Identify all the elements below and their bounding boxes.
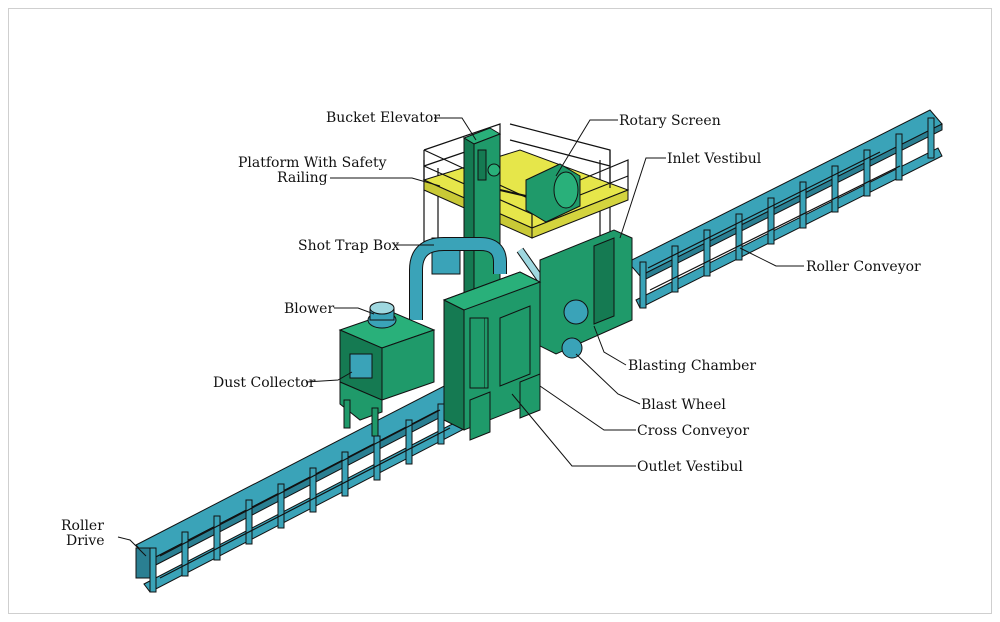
blower — [367, 301, 397, 329]
label-outlet-vestibul: Outlet Vestibul — [637, 459, 743, 475]
rotary-screen — [499, 163, 581, 223]
machine-cabinet — [442, 271, 542, 441]
dust-collector — [338, 311, 436, 437]
roller-conveyor-right — [627, 109, 943, 309]
blast-wheel — [561, 337, 583, 359]
label-platform-line1: Platform With Safety — [238, 155, 387, 171]
label-blasting-chamber: Blasting Chamber — [628, 358, 756, 374]
label-shot-trap-box: Shot Trap Box — [298, 238, 400, 254]
label-inlet-vestibul: Inlet Vestibul — [667, 151, 762, 167]
label-platform-line2: Railing — [277, 170, 328, 186]
label-blower: Blower — [284, 301, 334, 317]
roller-conveyor-left — [135, 381, 467, 593]
label-bucket-elevator: Bucket Elevator — [326, 110, 440, 126]
label-cross-conveyor: Cross Conveyor — [637, 423, 749, 439]
label-roller-drive-line1: Roller — [61, 518, 104, 534]
leader-lines — [117, 117, 804, 557]
diagram-frame — [8, 8, 992, 614]
label-rotary-screen: Rotary Screen — [619, 113, 721, 129]
label-dust-collector: Dust Collector — [213, 375, 316, 391]
bucket-elevator — [462, 127, 502, 301]
label-roller-conveyor: Roller Conveyor — [806, 259, 921, 275]
roller-drive — [135, 547, 151, 579]
label-blast-wheel: Blast Wheel — [641, 397, 726, 413]
label-roller-drive-line2: Drive — [66, 533, 105, 549]
blasting-chamber — [539, 229, 633, 359]
